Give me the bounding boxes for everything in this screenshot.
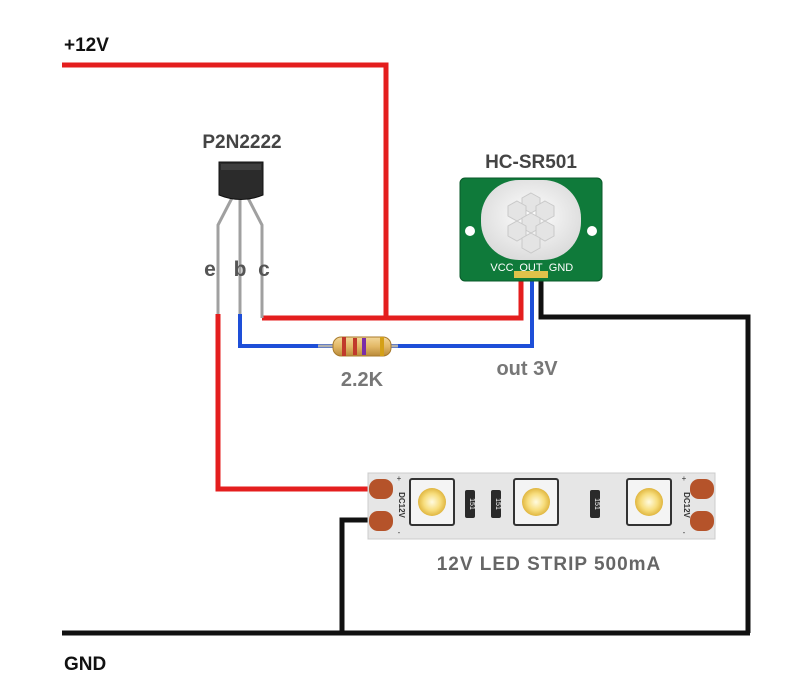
led-strip: 151 151 151	[367, 472, 716, 540]
emitter-lead	[216, 197, 234, 314]
strip-plus-sign-left: +	[397, 474, 402, 483]
led-chip	[409, 478, 455, 526]
strip-minus-sign-left: -	[398, 528, 401, 537]
transistor	[216, 161, 264, 318]
emitter-pin-label: e	[204, 258, 216, 281]
collector-pin-label: c	[258, 258, 270, 281]
resistor-band-4	[380, 337, 384, 356]
sensor-out-pin-label: OUT	[519, 262, 543, 274]
sensor-label: HC-SR501	[485, 152, 577, 173]
strip-dc-label-left: DC12V	[397, 492, 406, 518]
signal-voltage-label: out 3V	[496, 358, 558, 380]
collector-lead	[246, 197, 264, 318]
smd-resistor	[491, 490, 501, 518]
lens-pattern	[507, 192, 555, 254]
strip-plus-sign-right: +	[682, 474, 687, 483]
strip-dc-label-right: DC12V	[682, 492, 691, 518]
positive-rail-label: +12V	[64, 35, 109, 56]
smd-resistor-code: 151	[468, 498, 475, 510]
smd-resistor	[590, 490, 600, 518]
sensor-gnd-pin-label: GND	[549, 262, 574, 274]
strip-pad-minus-left	[369, 511, 393, 531]
positive-rail-wire	[62, 62, 524, 321]
led-chip	[513, 478, 559, 526]
led-chip	[626, 478, 672, 526]
resistor-band-3	[362, 338, 366, 355]
sensor-vcc-pin-label: VCC	[490, 262, 513, 274]
mounting-hole-left	[465, 226, 475, 236]
sensor-ground-wire	[538, 276, 751, 633]
pir-sensor	[459, 177, 603, 282]
resistor-band-2	[353, 338, 357, 355]
mounting-hole-right	[587, 226, 597, 236]
transistor-body	[218, 161, 264, 200]
smd-resistor-code: 151	[593, 498, 600, 510]
resistor-band-1	[342, 337, 346, 356]
strip-pad-plus-right	[690, 479, 714, 499]
strip-minus-sign-right: -	[683, 528, 686, 537]
led-strip-label: 12V LED STRIP 500mA	[437, 554, 662, 575]
ground-rail-label: GND	[64, 654, 106, 675]
smd-resistor	[465, 490, 475, 518]
strip-pad-minus-right	[690, 511, 714, 531]
base-pin-label: b	[234, 258, 247, 281]
strip-pad-plus-left	[369, 479, 393, 499]
resistor	[318, 336, 398, 357]
pin-header	[514, 271, 548, 278]
emitter-to-strip-wire	[215, 314, 375, 492]
resistor-value-label: 2.2K	[341, 369, 384, 391]
transistor-label: P2N2222	[202, 132, 281, 153]
strip-ground-wire	[339, 517, 375, 633]
smd-resistor-code: 151	[494, 498, 501, 510]
